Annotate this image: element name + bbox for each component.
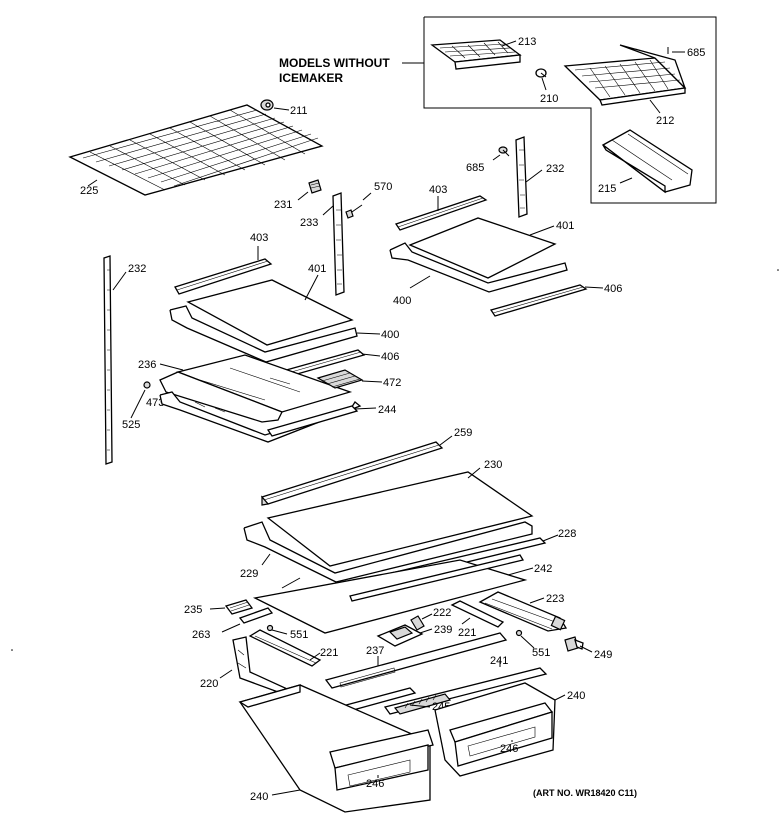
glass-shelf-401-right-part [408, 217, 557, 279]
glass-shelf-401-left-part [186, 279, 354, 346]
label-472: 472 [383, 377, 401, 389]
slide-221-left-part [248, 629, 322, 667]
label-551-right: 551 [532, 647, 550, 659]
shelf-rail-right-part [515, 136, 528, 218]
shelf-rail-left-part [103, 255, 113, 465]
label-401-left: 401 [308, 263, 326, 275]
ice-bin-rack-part [563, 44, 687, 106]
crisper-pan-right-part [434, 682, 556, 777]
label-225: 225 [80, 185, 98, 197]
glass-shelf-230-part [266, 471, 534, 567]
inset-frame [423, 16, 717, 204]
inset-title-line2: ICEMAKER [279, 71, 343, 85]
label-235: 235 [184, 604, 202, 616]
label-246-left: 246 [366, 778, 384, 790]
shelf-frame-229-part [243, 521, 533, 583]
trim-244-part [266, 405, 359, 437]
cover-242-part [252, 559, 528, 634]
label-222: 222 [433, 607, 451, 619]
label-240-left: 240 [250, 791, 268, 803]
label-211: 211 [290, 105, 308, 117]
mullion-237-part [324, 632, 508, 689]
label-240-right: 240 [567, 690, 585, 702]
label-239: 239 [434, 624, 452, 636]
label-229: 229 [240, 568, 258, 580]
screw-685-part [498, 146, 510, 157]
screw-551-left-part [266, 624, 274, 632]
label-525: 525 [122, 419, 140, 431]
bracket-249-part [564, 636, 584, 652]
label-244: 244 [378, 404, 396, 416]
shelf-frame-400-right-part [389, 242, 568, 293]
slide-472-part [316, 369, 364, 389]
label-403-right: 403 [429, 184, 447, 196]
crisper-pan-left-part [238, 684, 434, 813]
label-400-right: 400 [393, 295, 411, 307]
bracket-239-part [376, 624, 424, 647]
label-249: 249 [594, 649, 612, 661]
label-403-left: 403 [250, 232, 268, 244]
label-221-left: 221 [320, 647, 338, 659]
label-242: 242 [534, 563, 552, 575]
art-number: (ART NO. WR18420 C11) [533, 788, 637, 798]
label-220: 220 [200, 678, 218, 690]
label-221-right: 221 [458, 627, 476, 639]
label-401-right: 401 [556, 220, 574, 232]
label-246-right: 246 [500, 743, 518, 755]
label-259: 259 [454, 427, 472, 439]
stray-dot [777, 269, 779, 271]
shelf-bumper-part [260, 99, 274, 111]
trim-259-part [260, 441, 444, 506]
label-230: 230 [484, 459, 502, 471]
shelf-support-231-part [308, 179, 322, 194]
ice-bin-knob-part [535, 68, 547, 78]
label-212: 212 [656, 115, 674, 127]
label-232-left: 232 [128, 263, 146, 275]
slide-223-part [478, 591, 568, 632]
label-228: 228 [558, 528, 576, 540]
wire-shelf-part [68, 104, 324, 196]
label-213: 213 [518, 36, 536, 48]
inset-title-line1: MODELS WITHOUT [279, 56, 390, 70]
pan-cover-236-part [159, 354, 353, 423]
bracket-235-part [224, 599, 254, 615]
ice-bin-part [601, 129, 693, 194]
trim-bar-part [349, 554, 525, 602]
slide-221-right-part [450, 600, 505, 628]
label-232-right: 232 [546, 163, 564, 175]
label-263: 263 [192, 629, 210, 641]
label-406-left: 406 [381, 351, 399, 363]
screw-525-part [143, 381, 151, 389]
cam-222-part [410, 615, 425, 631]
label-210: 210 [540, 93, 558, 105]
label-237: 237 [366, 645, 384, 657]
label-400-left: 400 [381, 329, 399, 341]
pan-frame-part [159, 391, 362, 443]
control-245-part [393, 693, 452, 715]
shelf-frame-400-left-part [169, 305, 358, 363]
ice-tray-part [430, 39, 522, 70]
screw-551-right-part [515, 629, 523, 637]
label-685-inset: 685 [687, 47, 705, 59]
label-215: 215 [598, 183, 616, 195]
shelf-trim-403-left-part [174, 258, 273, 295]
label-551-left: 551 [290, 629, 308, 641]
shelf-rail-center-part [332, 192, 345, 296]
label-236: 236 [138, 359, 156, 371]
label-685: 685 [466, 162, 484, 174]
bracket-263-part [238, 607, 274, 624]
label-231: 231 [274, 199, 292, 211]
label-233: 233 [300, 217, 318, 229]
label-570: 570 [374, 181, 392, 193]
screw-570-part [345, 204, 363, 219]
shelf-trim-406-right-part [489, 284, 588, 317]
stray-dot [11, 649, 13, 651]
label-473: 473 [146, 397, 164, 409]
label-241: 241 [490, 655, 508, 667]
label-406-right: 406 [604, 283, 622, 295]
label-223: 223 [546, 593, 564, 605]
shelf-trim-403-right-part [394, 195, 488, 231]
